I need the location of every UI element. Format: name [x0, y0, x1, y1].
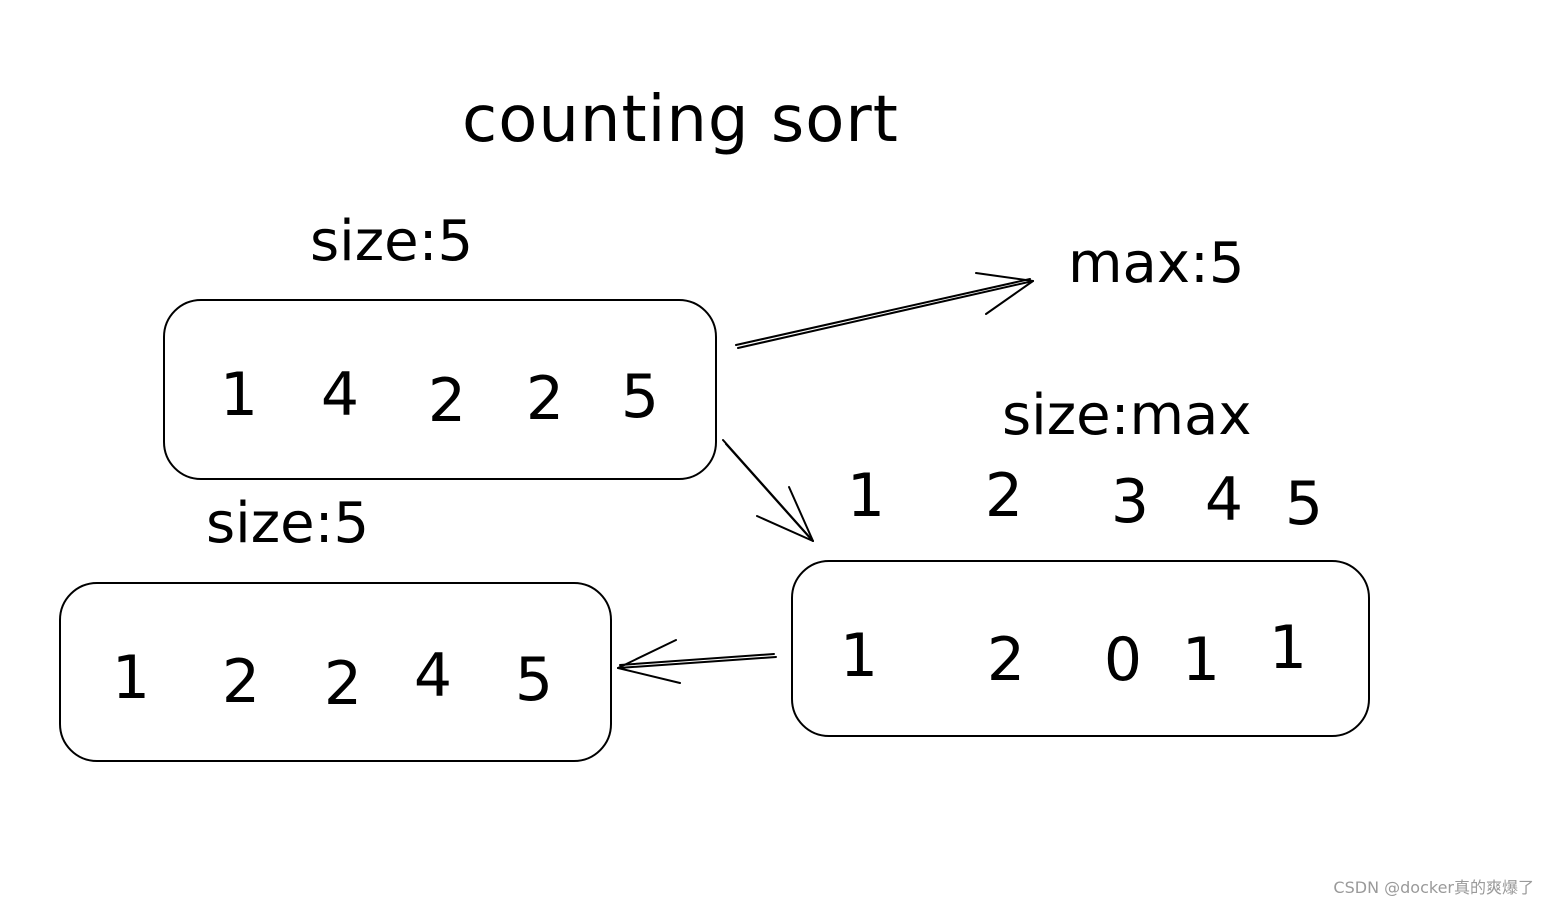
input-value: 2: [525, 364, 565, 434]
input-value: 1: [219, 360, 259, 430]
count-value: 2: [986, 625, 1026, 695]
output-value: 1: [111, 643, 151, 713]
arrow-to-output-array: [617, 639, 777, 684]
output-value: 4: [413, 641, 453, 711]
count-size-label: size:max: [1002, 383, 1252, 448]
count-index: 3: [1110, 467, 1150, 537]
count-index: 4: [1204, 465, 1244, 535]
count-index: 1: [846, 461, 886, 531]
count-array-box: 1 2 0 1 1: [791, 560, 1370, 737]
input-array-box: 1 4 2 2 5: [163, 299, 717, 480]
count-value: 0: [1103, 625, 1143, 695]
output-size-label: size:5: [206, 491, 370, 556]
output-value: 2: [221, 647, 261, 717]
input-value: 4: [320, 360, 360, 430]
count-value: 1: [1181, 625, 1221, 695]
input-value: 5: [620, 362, 660, 432]
output-array-box: 1 2 2 4 5: [59, 582, 612, 762]
count-index: 2: [984, 461, 1024, 531]
input-size-label: size:5: [310, 209, 474, 274]
input-value: 2: [427, 366, 467, 436]
count-value: 1: [839, 621, 879, 691]
output-value: 2: [323, 649, 363, 719]
arrow-to-count-array: [722, 439, 814, 542]
count-index: 5: [1284, 469, 1324, 539]
watermark-text: CSDN @docker真的爽爆了: [1333, 878, 1534, 897]
count-value: 1: [1268, 613, 1308, 683]
output-value: 5: [514, 645, 554, 715]
arrow-to-max: [735, 272, 1034, 349]
diagram-title: counting sort: [462, 83, 899, 157]
max-label: max:5: [1068, 231, 1245, 296]
